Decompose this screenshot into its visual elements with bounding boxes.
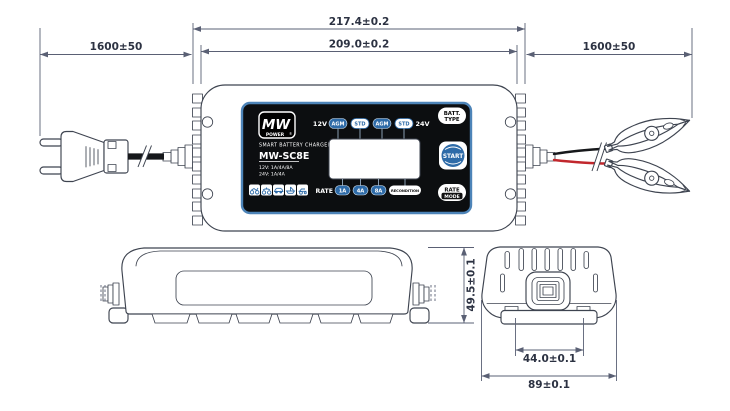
dim-input-cable: 1600±50: [39, 28, 192, 136]
rate-mode-label-2: MODE: [444, 194, 459, 200]
agm-12v-label: AGM: [332, 122, 345, 128]
dim-depth-label: 89±0.1: [528, 379, 570, 391]
panel-subtitle: SMART BATTERY CHARGER: [259, 143, 332, 149]
charger-end-view: [481, 246, 617, 325]
dim-foot-spacing-label: 44.0±0.1: [523, 353, 576, 365]
input-cord: [128, 145, 164, 168]
rate-4a-label: 4A: [357, 188, 365, 194]
dim-depth: 89±0.1: [481, 300, 617, 391]
rate-mode-label-1: RATE: [444, 187, 460, 193]
cord-guard-notch: [107, 141, 117, 149]
label-12v: 12V: [313, 120, 327, 128]
dim-body-width-label: 209.0±0.2: [329, 39, 390, 51]
indicator-connectors-bottom: [342, 179, 406, 186]
rate-1a-label: 1A: [339, 188, 347, 194]
rate-8a-indicator: [370, 185, 387, 196]
cable-break: [138, 145, 152, 167]
label-24v: 24V: [416, 120, 430, 128]
rate-label: RATE: [315, 188, 333, 195]
start-button: START: [439, 141, 467, 170]
dim-height-label: 49.5±0.1: [466, 258, 478, 311]
charger-top-view: MW POWER ® SMART BATTERY CHARGER MW-SC8E…: [162, 84, 556, 232]
std-12v-label: STD: [354, 122, 365, 128]
mower-icon: [297, 184, 308, 196]
logo-box: [258, 111, 296, 139]
end-strain-relief-boss: [525, 271, 571, 311]
output-wires: [552, 106, 695, 205]
batt-type-label-1: BATT.: [444, 111, 461, 117]
dim-body-width: 209.0±0.2: [200, 39, 518, 84]
side-feet: [151, 313, 394, 324]
std-24v-label: STD: [398, 122, 409, 128]
front-panel: MW POWER ® SMART BATTERY CHARGER MW-SC8E…: [240, 101, 473, 215]
lcd-display: [328, 138, 421, 180]
side-strain-relief-left: [100, 282, 120, 306]
rate-1a-indicator: [334, 185, 351, 196]
battery-clamp-black: [600, 106, 695, 163]
car-icon: [273, 184, 284, 196]
side-end-foot: [108, 307, 129, 324]
logo-mw: MW: [262, 117, 291, 133]
indicator-connectors-top: [337, 128, 405, 139]
strain-relief-input: [162, 144, 193, 169]
end-vent-slots: [500, 248, 598, 293]
mounting-hole: [504, 116, 517, 128]
dim-input-cable-label: 1600±50: [90, 41, 143, 53]
agm-24v-label: AGM: [376, 122, 389, 128]
spec-12v: 12V: 1A/4A/8A: [259, 165, 293, 171]
cord-guard-notch: [107, 164, 117, 172]
plug-pin: [39, 166, 64, 175]
rate-8a-label: 8A: [375, 188, 383, 194]
model-label: MW-SC8E: [259, 151, 309, 162]
rate-mode-button: RATE MODE: [438, 184, 466, 201]
dim-output-cable-label: 1600±50: [583, 41, 636, 53]
spec-24v: 24V: 1A/4A: [259, 172, 286, 178]
battery-type-row: 12V AGM STD AGM STD 24V: [313, 118, 430, 129]
cable-break: [592, 142, 607, 171]
brand-logo: MW POWER ®: [258, 111, 296, 139]
rate-row: RATE 1A 4A 8A RECONDITION: [315, 185, 421, 196]
mounting-hole: [201, 116, 214, 128]
side-label-recess: [175, 270, 373, 306]
mounting-hole: [504, 188, 517, 200]
dim-height: 49.5±0.1: [428, 247, 478, 324]
dim-output-cable: 1600±50: [526, 28, 693, 118]
battery-clamp-red: [600, 148, 695, 205]
charger-side-view: [100, 247, 436, 324]
dim-overall-width: 217.4±0.2: [192, 16, 526, 84]
vehicle-icon-row: [249, 184, 308, 196]
recondition-label: RECONDITION: [391, 189, 419, 193]
batt-type-label-2: TYPE: [444, 117, 460, 123]
rate-4a-indicator: [352, 185, 369, 196]
dim-overall-width-label: 217.4±0.2: [329, 16, 390, 28]
wire-red: [552, 158, 610, 165]
strain-relief-output: [525, 144, 556, 169]
logo-power: POWER: [266, 132, 285, 138]
motorcycle-icon: [249, 184, 260, 196]
plug-pin: [39, 138, 64, 147]
end-foot-rail: [500, 309, 598, 325]
registered-mark: ®: [289, 132, 292, 136]
dim-foot-spacing: 44.0±0.1: [515, 318, 584, 365]
atv-icon: [261, 184, 272, 196]
side-end-foot: [409, 307, 430, 324]
boat-icon: [285, 184, 296, 196]
plug-body: [60, 130, 105, 183]
mounting-hole: [201, 188, 214, 200]
side-top-contour: [135, 250, 403, 267]
recondition-indicator: [389, 185, 421, 195]
ac-plug: [39, 130, 129, 183]
plug-grip-ribs: [85, 146, 99, 168]
batt-type-button: BATT. TYPE: [438, 107, 466, 124]
side-strain-relief-right: [412, 282, 436, 306]
start-label: START: [443, 154, 463, 160]
